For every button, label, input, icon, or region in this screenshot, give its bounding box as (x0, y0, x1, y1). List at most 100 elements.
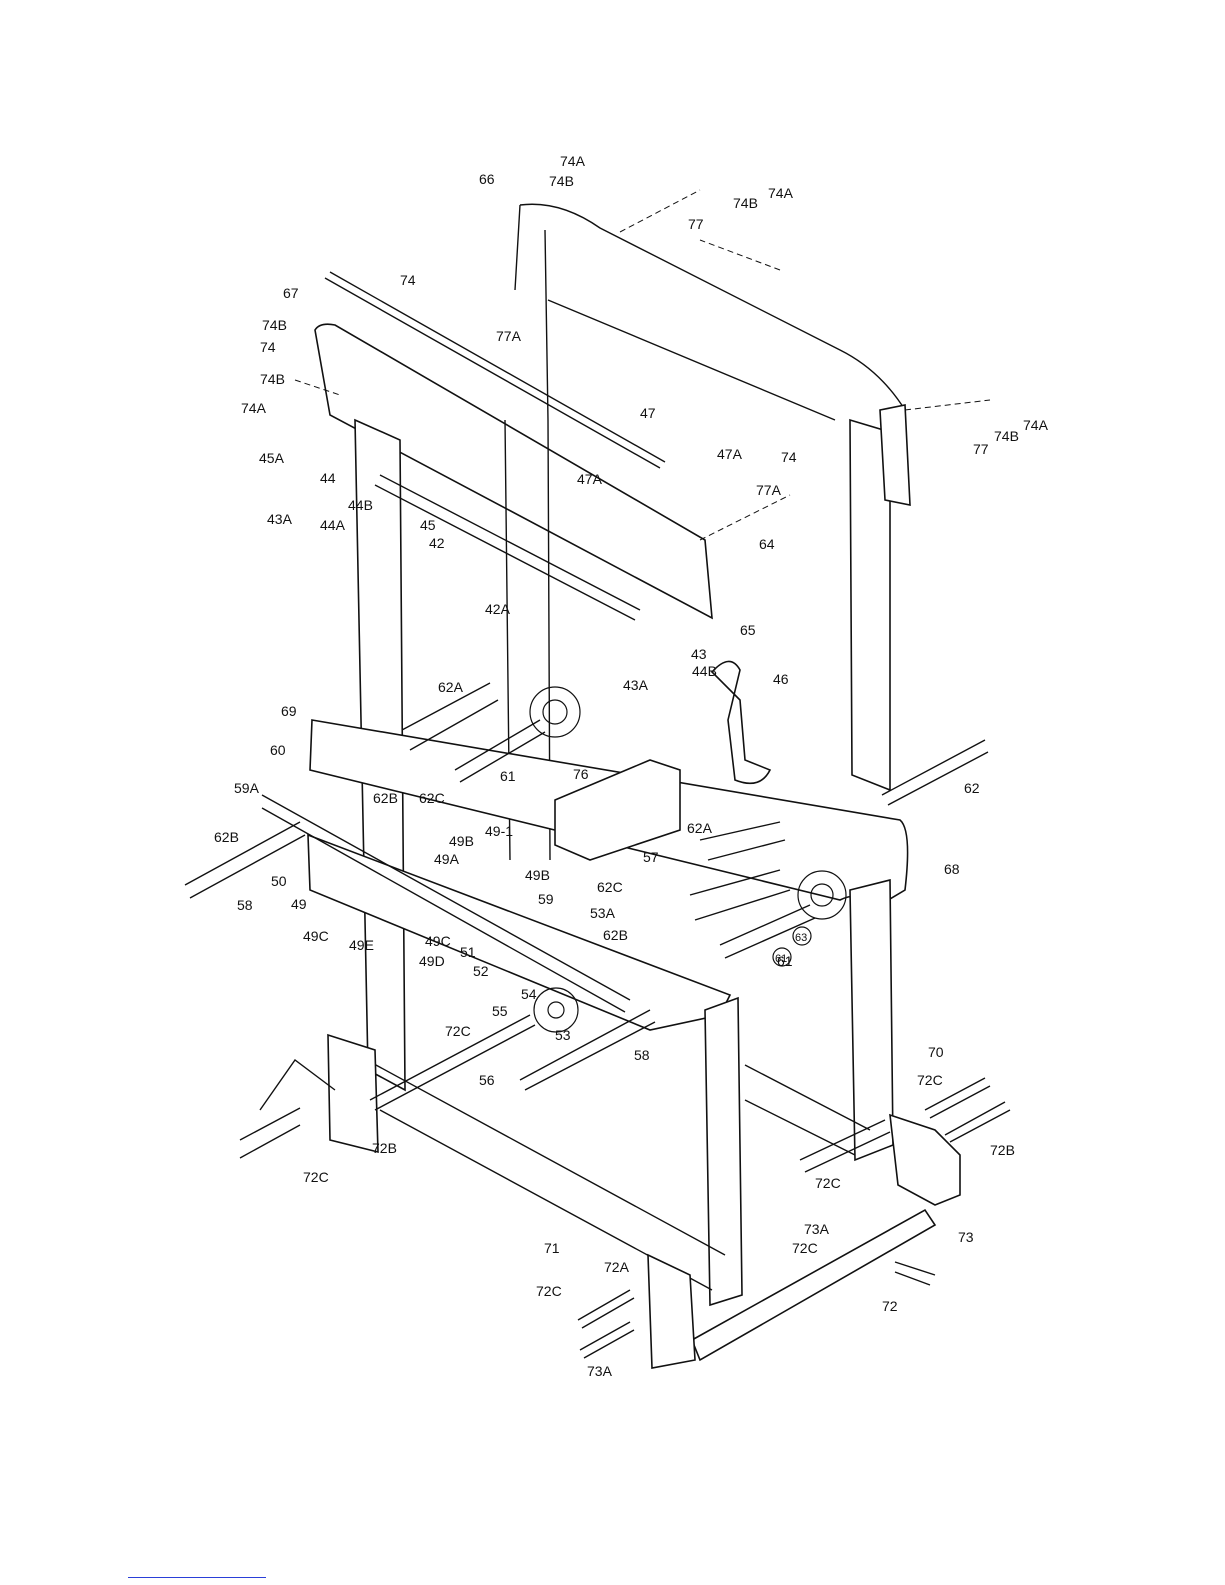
part-label-53A: 53A (590, 905, 616, 921)
part-label-74-c: 74 (781, 449, 797, 465)
part-label-62A-a: 62A (438, 679, 464, 695)
leader-lines (294, 189, 991, 541)
part-label-62B-c: 62B (603, 927, 628, 943)
part-label-61-b: 61 (777, 953, 793, 969)
part-label-74B-b: 74B (733, 195, 758, 211)
lever-46 (710, 660, 772, 785)
part-label-72C-f: 72C (536, 1283, 562, 1299)
part-label-77A-b: 77A (756, 482, 782, 498)
part-label-44B-b: 44B (692, 663, 717, 679)
part-label-74B-c: 74B (262, 317, 287, 333)
part-label-70: 70 (928, 1044, 944, 1060)
left-foot-bracket-72B (327, 1033, 379, 1154)
part-label-71: 71 (544, 1240, 560, 1256)
part-label-62: 62 (964, 780, 980, 796)
circled-part-labels: 63 61 (772, 926, 812, 967)
part-label-64: 64 (759, 536, 775, 552)
circled-label-text: 61 (775, 953, 787, 965)
screw-45 (374, 474, 641, 621)
middle-plate-lower (307, 833, 732, 1031)
part-label-68: 68 (944, 861, 960, 877)
block-76 (554, 759, 681, 861)
rod-56 (369, 1014, 536, 1111)
part-label-62C-a: 62C (419, 790, 445, 806)
part-label-74B-d: 74B (260, 371, 285, 387)
part-label-62B-b: 62B (214, 829, 239, 845)
part-label-74B-a: 74B (549, 173, 574, 189)
part-label-46: 46 (773, 671, 789, 687)
bar-59 (261, 794, 631, 1013)
circled-label-63: 63 (792, 926, 812, 946)
diagram-linework (184, 189, 1011, 1369)
part-label-50: 50 (271, 873, 287, 889)
part-label-76: 76 (573, 766, 589, 782)
part-label-61-a: 61 (500, 768, 516, 784)
part-label-74B-e: 74B (994, 428, 1019, 444)
part-label-66: 66 (479, 171, 495, 187)
part-label-72B-b: 72B (990, 1142, 1015, 1158)
part-label-73: 73 (958, 1229, 974, 1245)
bolt-72C-right-a (924, 1077, 991, 1119)
part-label-49-1: 49-1 (485, 823, 513, 839)
part-label-44A: 44A (320, 517, 346, 533)
right-cross-rod (799, 1119, 891, 1173)
part-label-74-b: 74 (260, 339, 276, 355)
upper-left-plate-67 (314, 323, 713, 620)
part-label-74A-a: 74A (560, 153, 586, 169)
part-label-77-b: 77 (973, 441, 989, 457)
part-label-72C-a: 72C (445, 1023, 471, 1039)
part-label-73A-a: 73A (804, 1221, 830, 1237)
part-label-69: 69 (281, 703, 297, 719)
right-vertical-post-lower (849, 878, 894, 1162)
part-label-49C-b: 49C (425, 933, 451, 949)
part-label-47A-a: 47A (717, 446, 743, 462)
rod-58-right (519, 1009, 656, 1091)
part-label-58-b: 58 (634, 1047, 650, 1063)
left-foot-arm (259, 1059, 336, 1111)
part-label-67: 67 (283, 285, 299, 301)
rod-62 (881, 739, 989, 806)
part-label-49B-b: 49B (525, 867, 550, 883)
part-label-49D: 49D (419, 953, 445, 969)
part-label-54: 54 (521, 986, 537, 1002)
part-label-72C-d: 72C (815, 1175, 841, 1191)
part-label-74A-c: 74A (241, 400, 267, 416)
part-label-74A-b: 74A (768, 185, 794, 201)
part-label-77-a: 77 (688, 216, 704, 232)
rod-58-left (184, 821, 306, 899)
part-label-56: 56 (479, 1072, 495, 1088)
center-lower-post (704, 996, 743, 1307)
part-label-57: 57 (643, 849, 659, 865)
rod-61-lower (719, 904, 816, 959)
left-foot-72A (647, 1253, 696, 1369)
lower-frame-71 (329, 1039, 871, 1291)
part-label-55: 55 (492, 1003, 508, 1019)
part-label-49B-a: 49B (449, 833, 474, 849)
part-label-45: 45 (420, 517, 436, 533)
pulley-upper (529, 686, 581, 738)
bolt-72C-right-b (944, 1101, 1011, 1143)
part-label-49A: 49A (434, 851, 460, 867)
part-label-44: 44 (320, 470, 336, 486)
rod-61-upper (454, 719, 546, 783)
part-label-62B-a: 62B (373, 790, 398, 806)
part-label-74A-d: 74A (1023, 417, 1049, 433)
bolts-72C-left (239, 1107, 301, 1159)
part-label-43A-b: 43A (623, 677, 649, 693)
part-label-77A-a: 77A (496, 328, 522, 344)
pulley-lower-inner (810, 883, 834, 907)
part-label-45A: 45A (259, 450, 285, 466)
part-label-52: 52 (473, 963, 489, 979)
circled-label-text: 63 (795, 932, 807, 944)
part-label-72C-e: 72C (792, 1240, 818, 1256)
upper-right-bracket (879, 404, 911, 506)
part-label-47A-b: 47A (577, 471, 603, 487)
top-frame-66 (514, 203, 906, 421)
part-label-60: 60 (270, 742, 286, 758)
rod-62A (401, 682, 499, 751)
part-label-62A-b: 62A (687, 820, 713, 836)
part-label-73A-b: 73A (587, 1363, 613, 1379)
gear-53 (533, 987, 579, 1033)
